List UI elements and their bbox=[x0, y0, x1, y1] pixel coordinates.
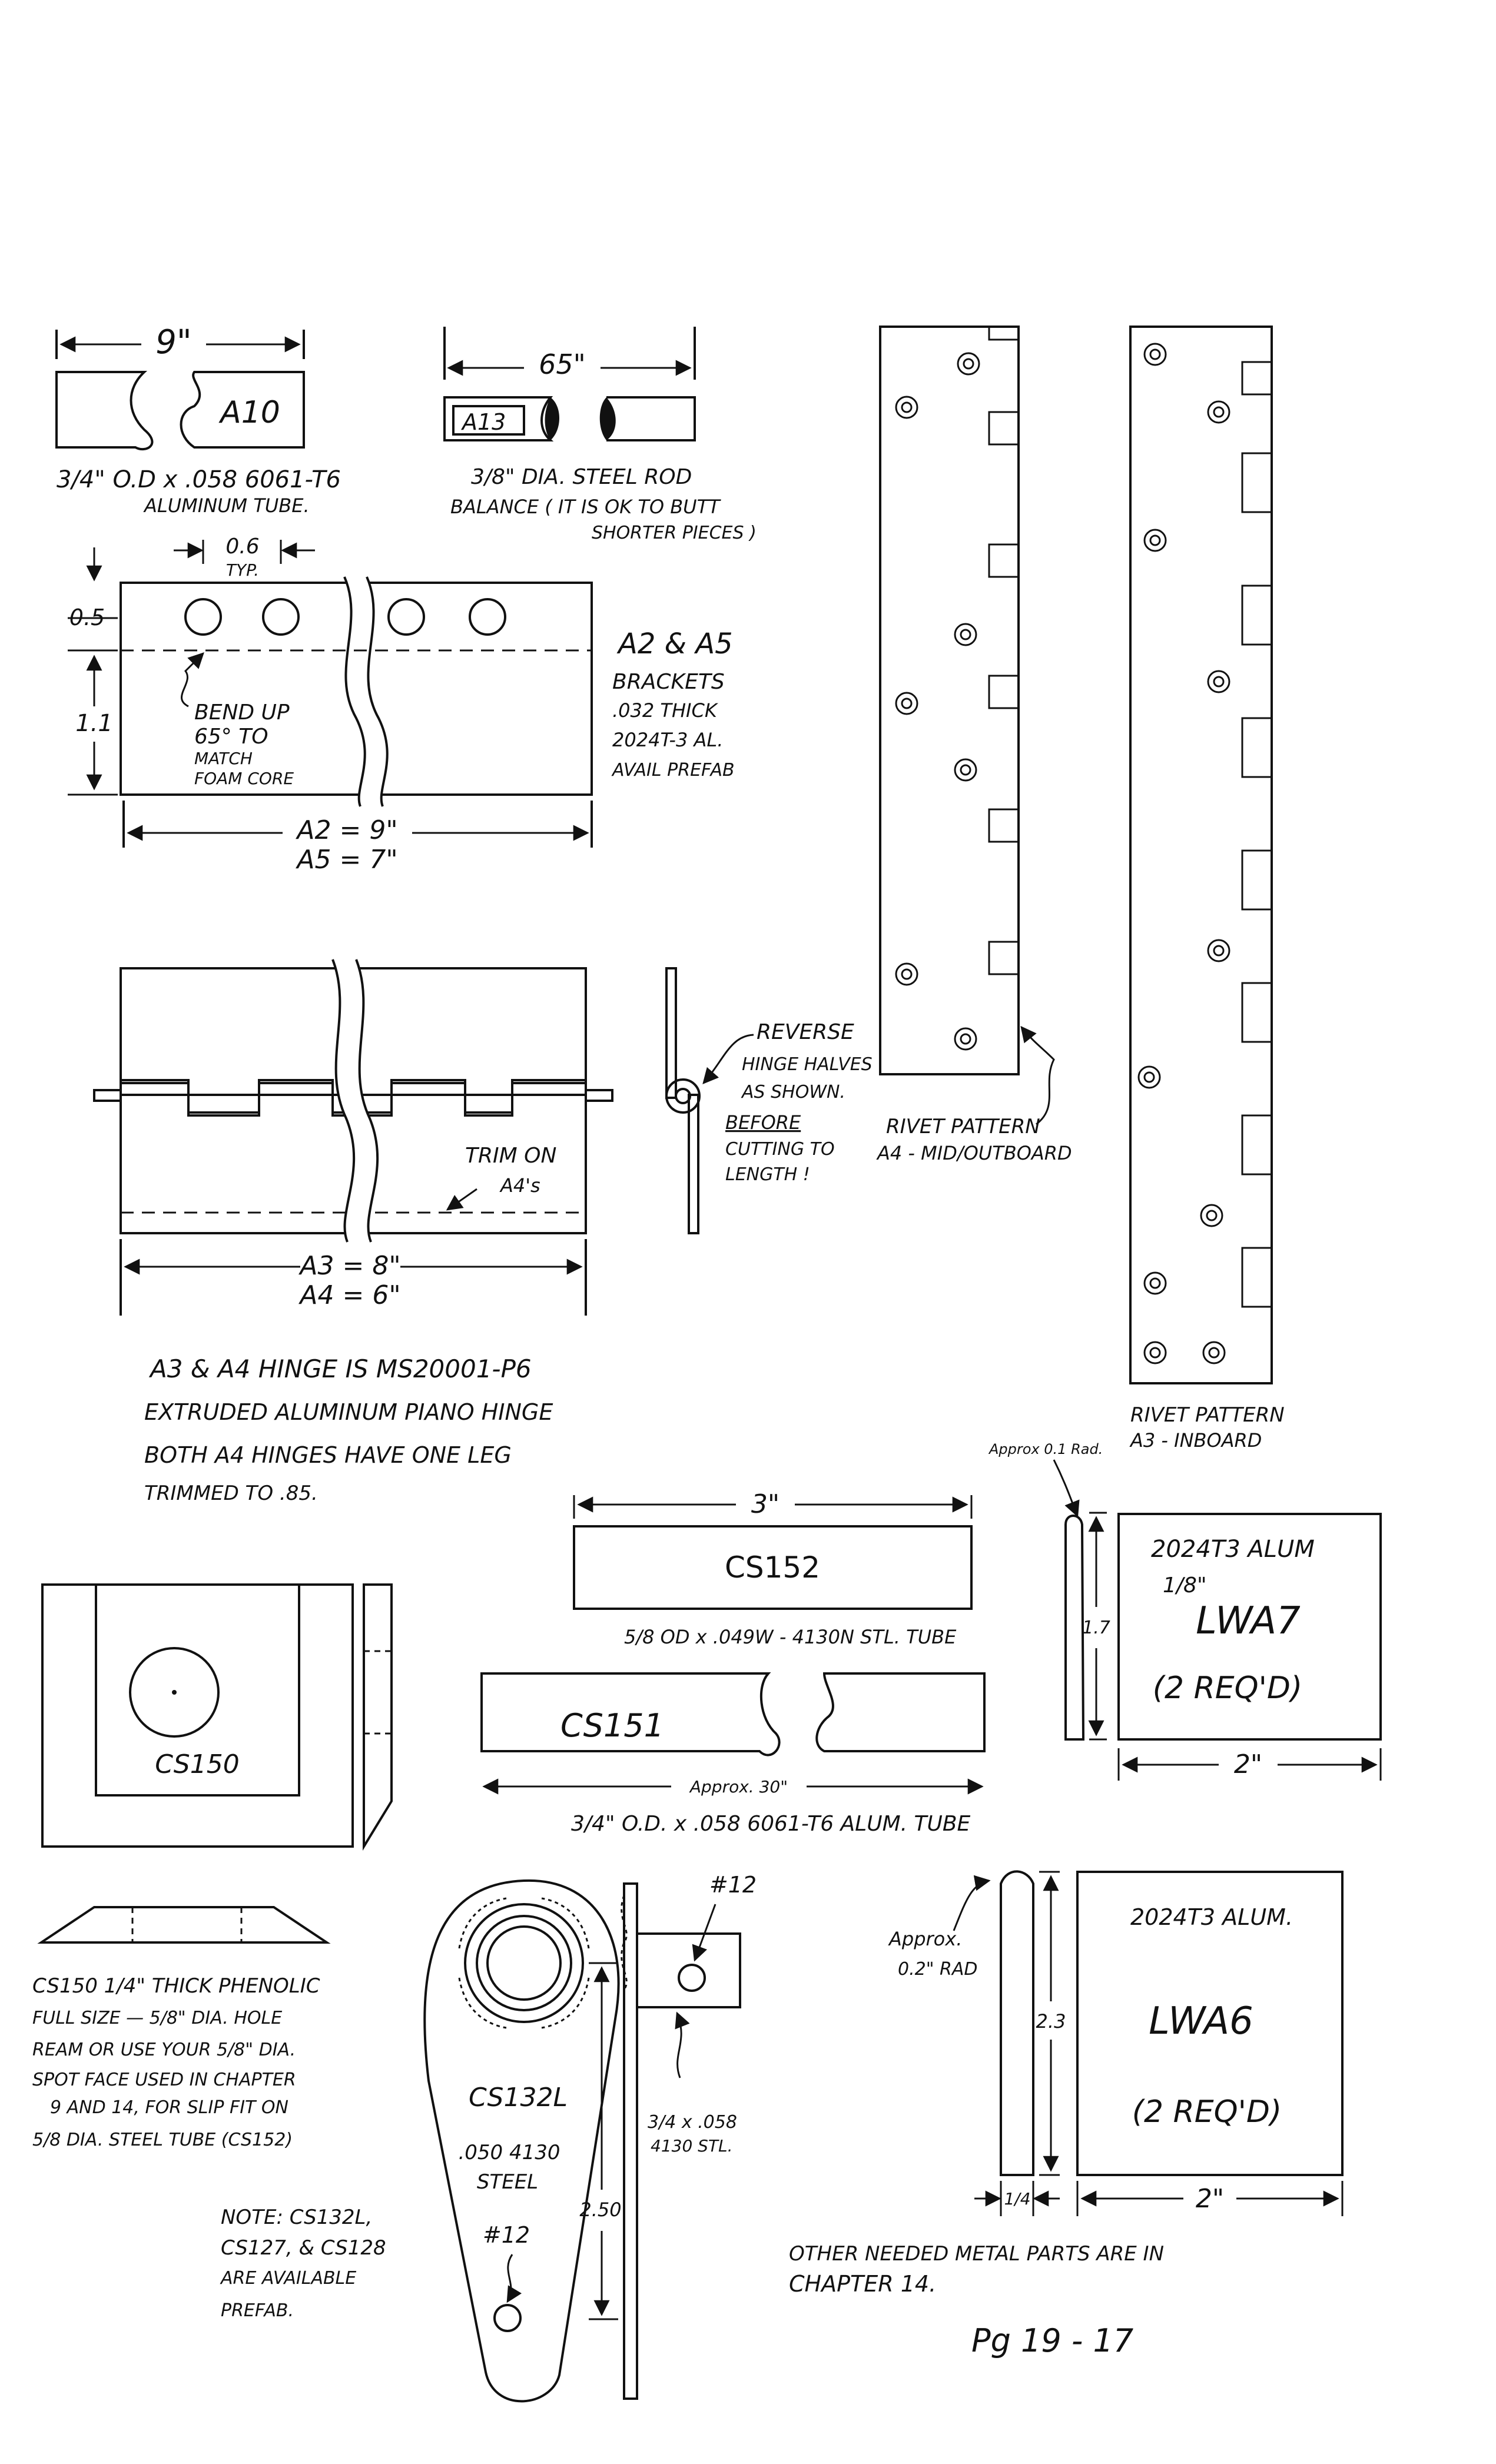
hinge-length-a4: A4 = 6" bbox=[298, 1280, 400, 1310]
bracket-title-line2: BRACKETS bbox=[612, 670, 725, 694]
lwa7-width-dim: 2" bbox=[1234, 1749, 1262, 1779]
hinge-trim-line2: A4's bbox=[499, 1174, 540, 1197]
cs152-length-dim: 3" bbox=[751, 1489, 779, 1519]
lwa6-radius-line2: 0.2" RAD bbox=[898, 1959, 978, 1980]
a13-spec-line3: SHORTER PIECES ) bbox=[592, 523, 757, 543]
cs132l-length-dim: 2.50 bbox=[579, 2199, 621, 2221]
bracket-hole-spacing-note: TYP. bbox=[226, 560, 259, 580]
hinge-note-line4: TRIMMED TO .85. bbox=[144, 1482, 318, 1505]
a13-part-label: A13 bbox=[460, 409, 506, 435]
bracket-a2-a5-drawing: 0.6 TYP. 0.5 1.1 BEND UP 65° TO MATCH FO… bbox=[68, 534, 735, 875]
a10-part-label: A10 bbox=[218, 395, 280, 430]
cs150-note-line6: 5/8 DIA. STEEL TUBE (CS152) bbox=[32, 2130, 293, 2150]
lwa6-radius-line1: Approx. bbox=[888, 1928, 962, 1950]
cs132l-tube-line2: 4130 STL. bbox=[651, 2136, 733, 2156]
hinge-reverse-line2: HINGE HALVES bbox=[742, 1054, 873, 1075]
cs152-part-label: CS152 bbox=[725, 1550, 820, 1585]
lwa7-plate-drawing: Approx 0.1 Rad. 1.7 2024T3 ALUM 1/8" LWA… bbox=[988, 1441, 1382, 1781]
cs132l-part-label: CS132L bbox=[469, 2083, 568, 2113]
bracket-title-line5: AVAIL PREFAB bbox=[611, 760, 735, 781]
bracket-side-dim: 1.1 bbox=[75, 710, 113, 737]
a10-spec-line1: 3/4" O.D x .058 6061-T6 bbox=[57, 466, 341, 493]
cs151-spec: 3/4" O.D. x .058 6061-T6 ALUM. TUBE bbox=[571, 1812, 971, 1836]
hinge-before-line1: BEFORE bbox=[725, 1111, 801, 1134]
cs150-note-line2: FULL SIZE — 5/8" DIA. HOLE bbox=[32, 2008, 282, 2028]
rivet-pattern-a4: RIVET PATTERN A4 - MID/OUTBOARD bbox=[876, 326, 1072, 1164]
rivet-mid-line2: A4 - MID/OUTBOARD bbox=[876, 1142, 1072, 1164]
bracket-title-line3: .032 THICK bbox=[612, 699, 719, 722]
prefab-note-line2: CS127, & CS128 bbox=[221, 2236, 386, 2260]
bracket-bend-line4: FOAM CORE bbox=[194, 769, 294, 788]
rivet-in-line1: RIVET PATTERN bbox=[1130, 1403, 1285, 1427]
hinge-before-line3: LENGTH ! bbox=[725, 1164, 810, 1185]
bracket-bend-line2: 65° TO bbox=[194, 725, 268, 749]
hinge-note-line2: EXTRUDED ALUMINUM PIANO HINGE bbox=[144, 1399, 553, 1425]
cs150-note-line1: CS150 1/4" THICK PHENOLIC bbox=[32, 1974, 320, 1998]
other-parts-line2: CHAPTER 14. bbox=[789, 2271, 936, 2297]
hinge-reverse-line1: REVERSE bbox=[757, 1020, 854, 1044]
a13-spec-line1: 3/8" DIA. STEEL ROD bbox=[471, 465, 692, 489]
bracket-bend-line3: MATCH bbox=[194, 749, 253, 768]
lwa6-height-dim: 2.3 bbox=[1036, 2010, 1066, 2033]
a10-spec-line2: ALUMINUM TUBE. bbox=[143, 494, 310, 517]
hinge-length-a3: A3 = 8" bbox=[298, 1251, 400, 1281]
bracket-bend-line1: BEND UP bbox=[194, 700, 290, 725]
a10-length-dim: 9" bbox=[155, 323, 191, 361]
cs150-part-label: CS150 bbox=[155, 1749, 239, 1779]
hinge-trim-line1: TRIM ON bbox=[465, 1144, 556, 1168]
hinge-reverse-line3: AS SHOWN. bbox=[741, 1082, 845, 1103]
lwa7-material-line1: 2024T3 ALUM bbox=[1151, 1536, 1315, 1563]
lwa6-thickness-dim: 1/4 bbox=[1004, 2189, 1030, 2209]
other-parts-line1: OTHER NEEDED METAL PARTS ARE IN bbox=[789, 2242, 1164, 2266]
prefab-note-line4: PREFAB. bbox=[221, 2300, 294, 2321]
a13-length-dim: 65" bbox=[539, 348, 586, 380]
rivet-pattern-a3: RIVET PATTERN A3 - INBOARD bbox=[1129, 326, 1285, 1452]
cs150-block-drawing: CS150 CS150 1/4" THICK PHENOLIC FULL SIZ… bbox=[32, 1583, 393, 2150]
cs132l-bottom-hole: #12 bbox=[483, 2222, 530, 2248]
bracket-length-a2: A2 = 9" bbox=[295, 815, 397, 845]
prefab-note-line3: ARE AVAILABLE bbox=[220, 2268, 356, 2289]
rivet-in-line2: A3 - INBOARD bbox=[1129, 1429, 1262, 1452]
cs132l-tube-line1: 3/4 x .058 bbox=[648, 2112, 737, 2133]
lwa7-height-dim: 1.7 bbox=[1082, 1618, 1110, 1638]
cs152-spec: 5/8 OD x .049W - 4130N STL. TUBE bbox=[624, 1626, 957, 1648]
lwa6-part-label: LWA6 bbox=[1149, 2000, 1253, 2043]
cs150-note-line5: 9 AND 14, FOR SLIP FIT ON bbox=[50, 2097, 288, 2118]
cs132l-top-hole: #12 bbox=[709, 1872, 757, 1898]
cs132l-arm-drawing: CS132L .050 4130 STEEL #12 #12 3/4 x .05… bbox=[220, 1872, 757, 2403]
bracket-title-line1: A2 & A5 bbox=[616, 627, 733, 660]
a10-tube-drawing: 9" A10 3/4" O.D x .058 6061-T6 ALUMINUM … bbox=[55, 323, 341, 517]
page-number: Pg 19 - 17 bbox=[971, 2322, 1133, 2359]
lwa7-material-line2: 1/8" bbox=[1163, 1573, 1207, 1598]
lwa7-radius-note: Approx 0.1 Rad. bbox=[988, 1441, 1103, 1457]
cs152-tube-drawing: 3" CS152 5/8 OD x .049W - 4130N STL. TUB… bbox=[573, 1489, 973, 1648]
cs132l-material-line2: STEEL bbox=[477, 2170, 538, 2194]
a13-spec-line2: BALANCE ( IT IS OK TO BUTT bbox=[450, 496, 721, 518]
cs151-length-dim: Approx. 30" bbox=[689, 1777, 788, 1796]
lwa7-part-label: LWA7 bbox=[1196, 1599, 1301, 1643]
bracket-title-line4: 2024T-3 AL. bbox=[612, 729, 723, 751]
hinge-a3-a4-drawing: TRIM ON A4's A3 = 8" A4 = 6" REVERSE HIN… bbox=[93, 959, 873, 1505]
bracket-hole-spacing: 0.6 bbox=[225, 534, 259, 559]
cs150-note-line4: SPOT FACE USED IN CHAPTER bbox=[32, 2070, 296, 2090]
bracket-length-a5: A5 = 7" bbox=[295, 845, 397, 875]
lwa7-quantity: (2 REQ'D) bbox=[1153, 1671, 1302, 1706]
cs151-tube-drawing: CS151 Approx. 30" 3/4" O.D. x .058 6061-… bbox=[480, 1672, 986, 1836]
hinge-before-line2: CUTTING TO bbox=[725, 1139, 835, 1160]
lwa6-quantity: (2 REQ'D) bbox=[1132, 2094, 1282, 2130]
lwa6-width-dim: 2" bbox=[1196, 2184, 1224, 2214]
a13-rod-drawing: 65" A13 3/8" DIA. STEEL ROD BALANCE ( IT… bbox=[443, 327, 757, 543]
hinge-note-line1: A3 & A4 HINGE IS MS20001-P6 bbox=[148, 1354, 532, 1383]
prefab-note-line1: NOTE: CS132L, bbox=[221, 2206, 372, 2229]
hinge-note-line3: BOTH A4 HINGES HAVE ONE LEG bbox=[144, 1442, 512, 1468]
cs151-part-label: CS151 bbox=[560, 1707, 664, 1744]
lwa6-material: 2024T3 ALUM. bbox=[1130, 1904, 1293, 1930]
lwa6-plate-drawing: Approx. 0.2" RAD 2.3 2024T3 ALUM. LWA6 (… bbox=[789, 1870, 1344, 2359]
cs150-note-line3: REAM OR USE YOUR 5/8" DIA. bbox=[32, 2040, 296, 2060]
rivet-mid-line1: RIVET PATTERN bbox=[886, 1115, 1040, 1138]
cs132l-material-line1: .050 4130 bbox=[458, 2141, 560, 2164]
